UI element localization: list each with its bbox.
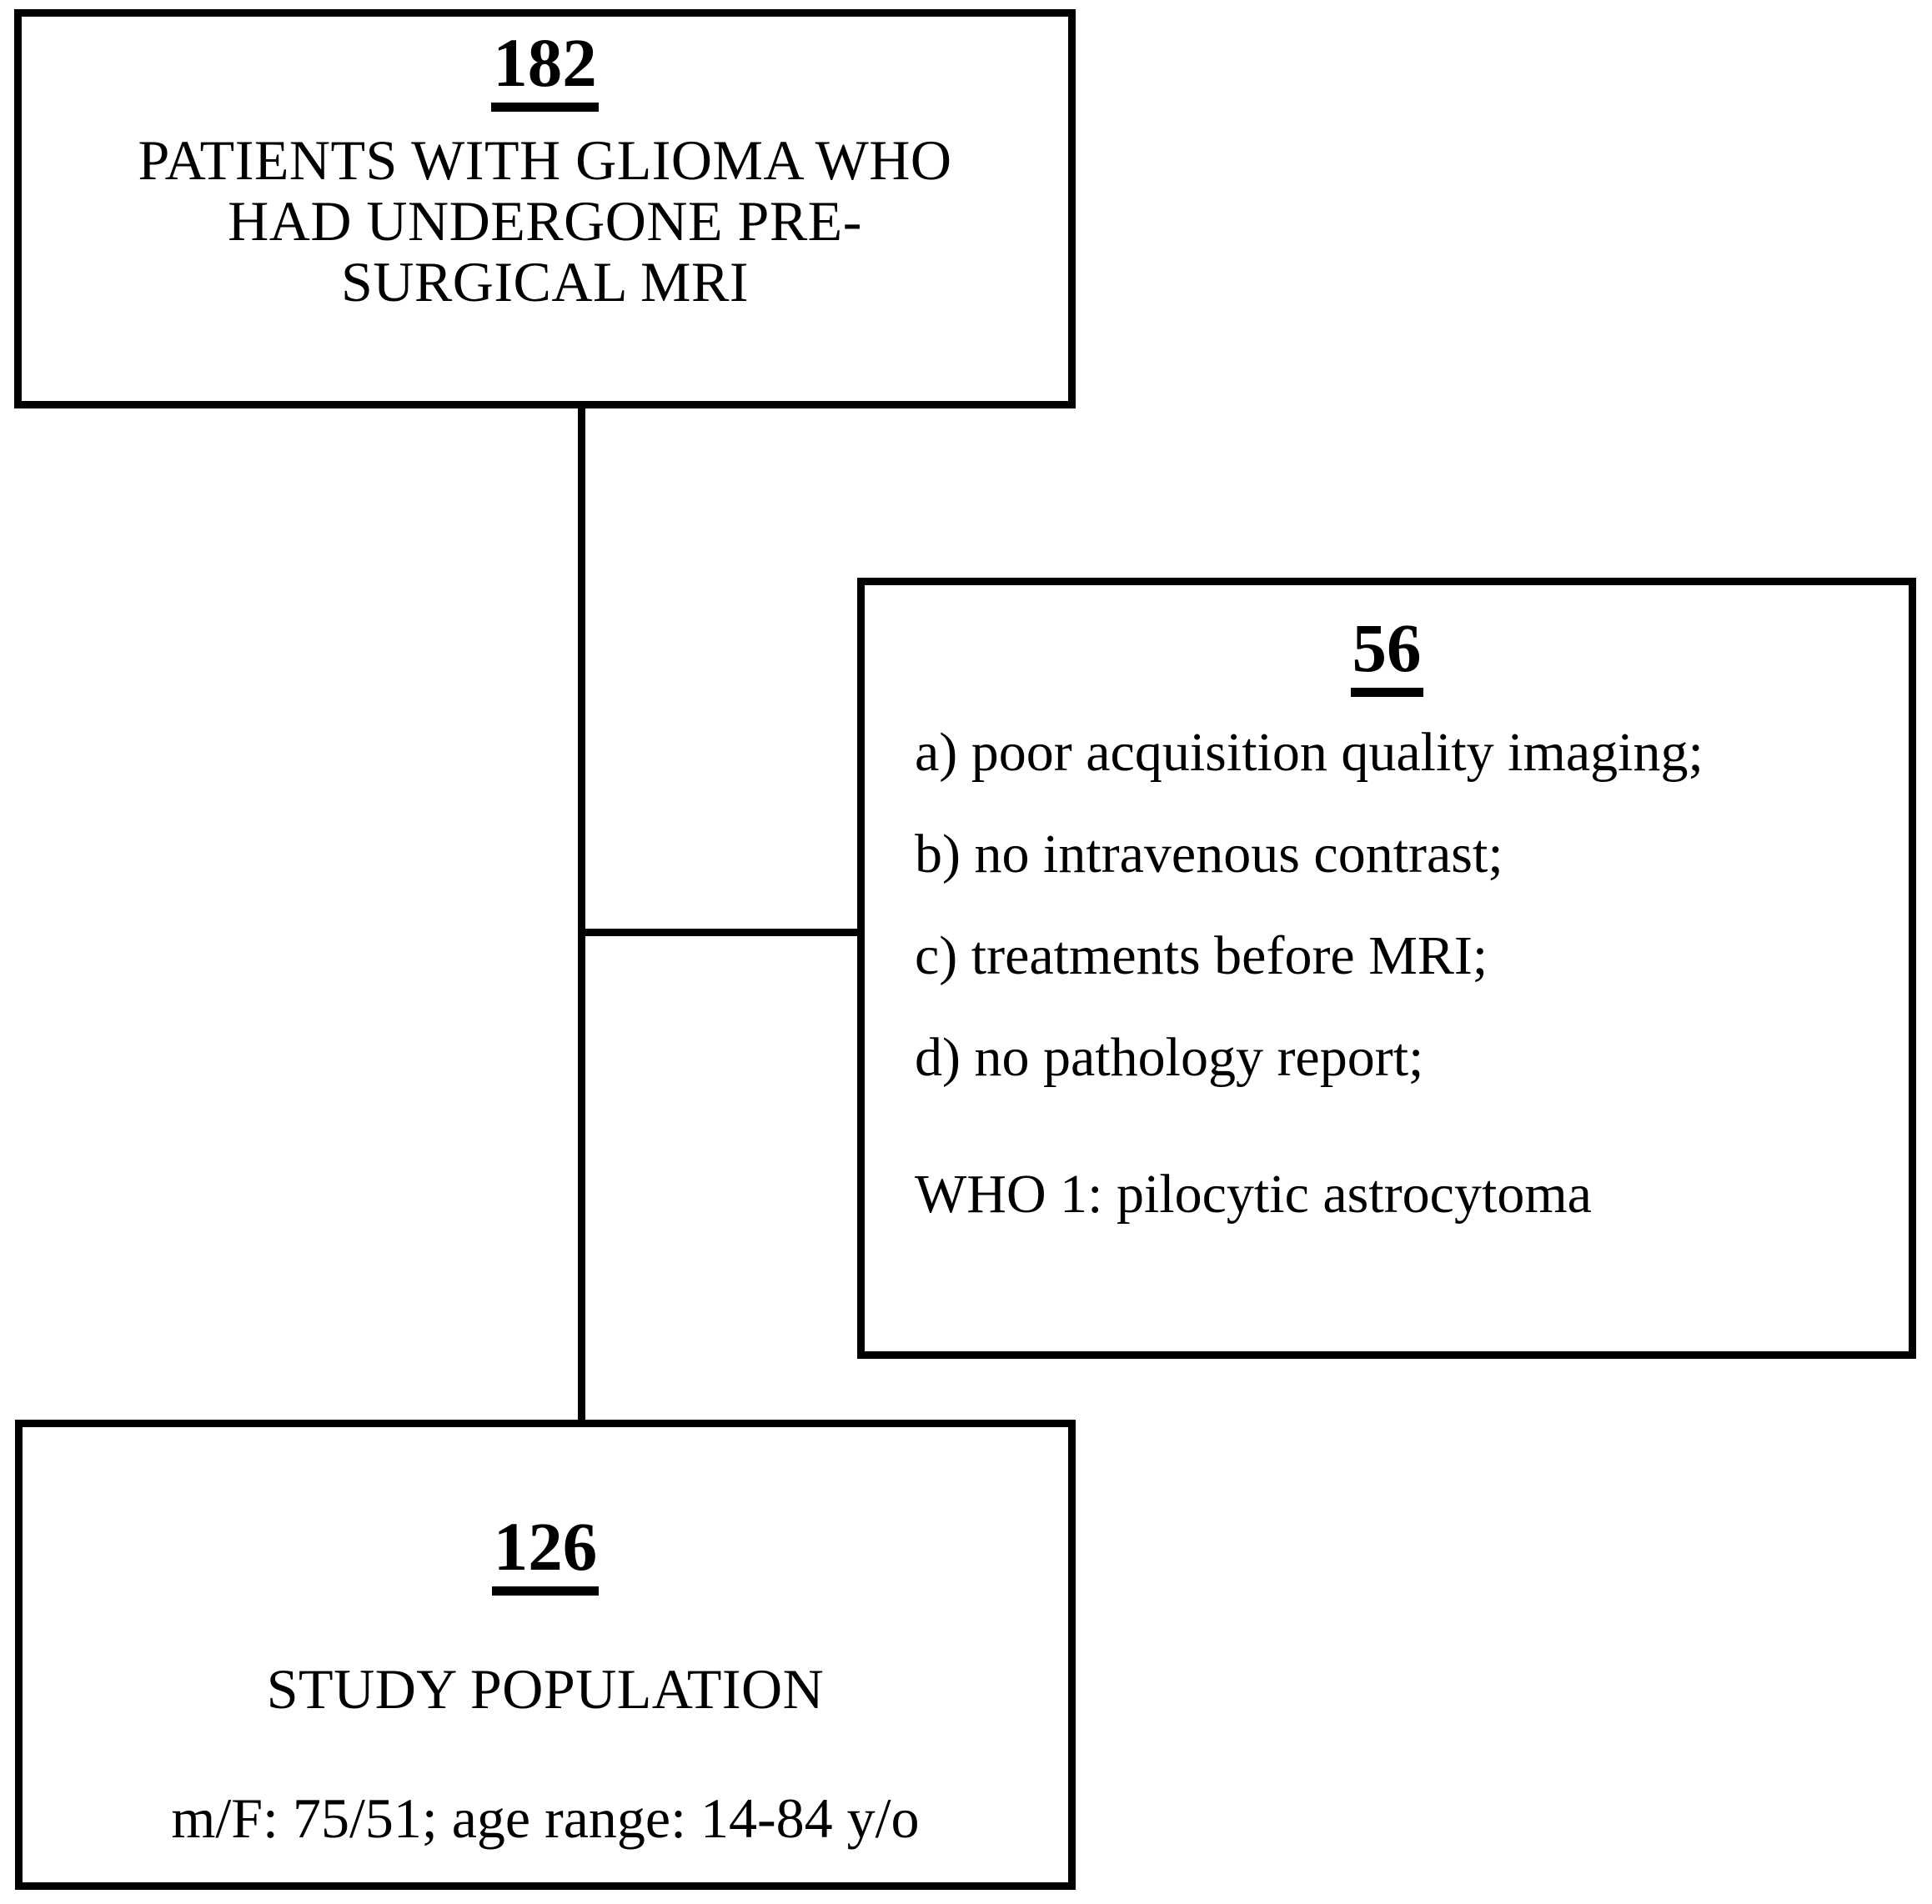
excluded-count: 56: [880, 614, 1894, 697]
exclusion-reason-d: d) no pathology report;: [915, 1027, 1424, 1088]
node-study-population: 126 STUDY POPULATION m/F: 75/51; age ran…: [15, 1420, 1076, 1890]
enrolled-line-1: PATIENTS WITH GLIOMA WHO: [138, 128, 952, 192]
node-study-content: 126 STUDY POPULATION m/F: 75/51; age ran…: [23, 1512, 1068, 1846]
node-enrolled-patients: 182 PATIENTS WITH GLIOMA WHO HAD UNDERGO…: [14, 9, 1076, 408]
node-excluded-content: 56 a) poor acquisition quality imaging; …: [915, 614, 1894, 1222]
connector-vertical-line: [578, 405, 585, 1423]
study-population-count-value: 126: [491, 1512, 600, 1596]
study-population-count: 126: [23, 1512, 1068, 1596]
enrolled-count-value: 182: [491, 28, 599, 112]
enrolled-line-3: SURGICAL MRI: [341, 249, 749, 313]
enrolled-line-2: HAD UNDERGONE PRE-: [228, 188, 862, 253]
exclusion-reason-b: b) no intravenous contrast;: [915, 824, 1503, 884]
node-enrolled-content: 182 PATIENTS WITH GLIOMA WHO HAD UNDERGO…: [22, 28, 1068, 312]
study-population-demographics: m/F: 75/51; age range: 14-84 y/o: [171, 1786, 920, 1850]
exclusion-reason-a: a) poor acquisition quality imaging;: [915, 722, 1704, 783]
enrolled-count: 182: [22, 28, 1068, 112]
excluded-count-value: 56: [1350, 614, 1423, 697]
study-population-title: STUDY POPULATION: [266, 1657, 825, 1721]
connector-horizontal-to-excluded: [578, 929, 863, 936]
exclusion-reason-c: c) treatments before MRI;: [915, 925, 1488, 986]
exclusion-who-grade-note: WHO 1: pilocytic astrocytoma: [915, 1164, 1592, 1225]
node-excluded-patients: 56 a) poor acquisition quality imaging; …: [857, 578, 1916, 1359]
